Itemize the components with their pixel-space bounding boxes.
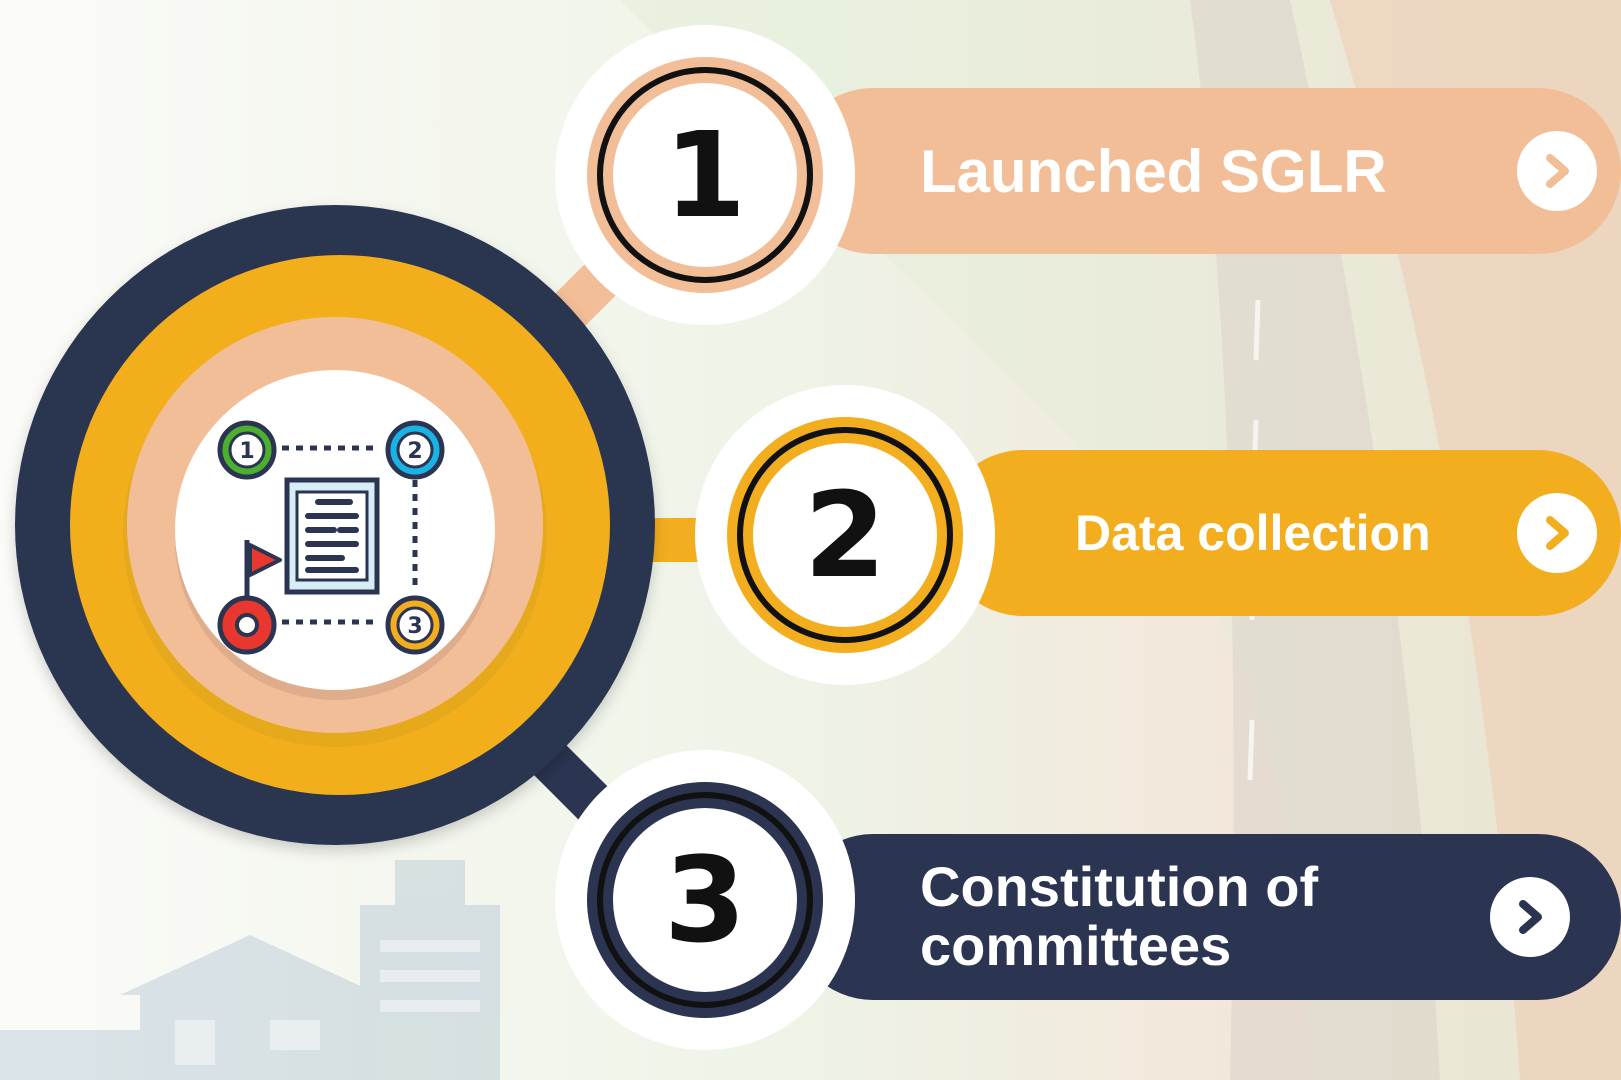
step-2-number-disc — [695, 385, 995, 685]
roadmap-document-icon: 1 2 3 — [217, 420, 445, 655]
step-3-number: 3 — [663, 831, 747, 969]
roadmap-marker-3-icon — [385, 595, 445, 655]
chevron-right-icon — [1546, 516, 1569, 550]
step-2-number: 2 — [803, 466, 887, 604]
step-1-pill-shape — [790, 88, 1621, 254]
roadmap-marker-1-label: 1 — [239, 439, 254, 464]
step-3-label: Constitution of committees — [920, 855, 1319, 977]
step-1-arrow-button[interactable] — [1517, 131, 1597, 211]
step-1-number: 1 — [663, 106, 747, 244]
step-3-arrow-button[interactable] — [1490, 877, 1570, 957]
roadmap-marker-2-icon — [385, 420, 445, 480]
step-3-pill[interactable]: Constitution of committees — [920, 834, 1480, 1000]
chevron-right-icon — [1546, 154, 1569, 188]
step-3-number-disc — [555, 750, 855, 1050]
roadmap-marker-1-icon — [217, 420, 277, 480]
roadmap-marker-2-label: 2 — [407, 439, 422, 464]
step-2-pill[interactable]: Data collection — [1075, 450, 1515, 616]
roadmap-start-flag-icon — [217, 540, 282, 655]
chevron-right-icon — [1519, 900, 1542, 934]
step-1-label: Launched SGLR — [920, 137, 1387, 205]
step-2-arrow-button[interactable] — [1517, 493, 1597, 573]
roadmap-marker-3-label: 3 — [407, 614, 422, 639]
step-3-pill-shape — [790, 834, 1621, 1000]
step-1-pill[interactable]: Launched SGLR — [920, 88, 1520, 254]
step-2-label: Data collection — [1075, 504, 1431, 561]
step-2-pill-shape — [940, 450, 1621, 616]
step-1-number-disc — [555, 25, 855, 325]
